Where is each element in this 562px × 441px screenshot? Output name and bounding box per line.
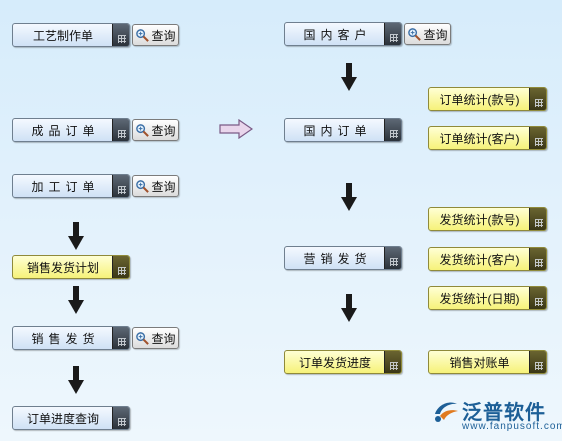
domestic-customer-label: 国内客户 — [303, 27, 372, 42]
domestic-customer-node[interactable]: 国内客户 — [284, 22, 402, 46]
process-order-node[interactable]: 加工订单 — [12, 174, 130, 198]
down-arrow-icon — [341, 183, 357, 211]
domestic-customer-query-button[interactable]: 查询 — [404, 23, 451, 45]
order-progress-query-node[interactable]: 订单进度查询 — [12, 406, 130, 430]
grid-menu-icon[interactable] — [384, 247, 401, 269]
domestic-order-node[interactable]: 国内订单 — [284, 118, 402, 142]
ship-stats-model-node[interactable]: 发货统计(款号) — [428, 207, 547, 231]
query-label: 查询 — [151, 179, 176, 194]
down-arrow-icon — [68, 366, 84, 394]
marketing-ship-label: 营销发货 — [303, 251, 372, 266]
grid-menu-icon[interactable] — [112, 119, 129, 141]
grid-menu-icon[interactable] — [529, 127, 546, 149]
product-order-label: 成品订单 — [31, 123, 100, 138]
ship-stats-date-label: 发货统计(日期) — [439, 291, 520, 306]
magnifier-icon — [136, 123, 150, 137]
grid-menu-icon[interactable] — [384, 23, 401, 45]
order-stats-customer-node[interactable]: 订单统计(客户) — [428, 126, 547, 150]
process-order-query-button[interactable]: 查询 — [132, 175, 179, 197]
domestic-order-label: 国内订单 — [303, 123, 372, 138]
magnifier-icon — [136, 28, 150, 42]
ship-stats-customer-node[interactable]: 发货统计(客户) — [428, 247, 547, 271]
right-arrow-icon — [219, 119, 253, 139]
grid-menu-icon[interactable] — [529, 248, 546, 270]
query-label: 查询 — [151, 331, 176, 346]
grid-menu-icon[interactable] — [112, 327, 129, 349]
craft-order-query-button[interactable]: 查询 — [132, 24, 179, 46]
sales-ship-plan-label: 销售发货计划 — [26, 260, 99, 275]
sales-ship-plan-node[interactable]: 销售发货计划 — [12, 255, 130, 279]
down-arrow-icon — [341, 294, 357, 322]
down-arrow-icon — [68, 222, 84, 250]
order-stats-model-label: 订单统计(款号) — [439, 92, 520, 107]
ship-stats-model-label: 发货统计(款号) — [439, 212, 520, 227]
grid-menu-icon[interactable] — [529, 208, 546, 230]
down-arrow-icon — [68, 286, 84, 314]
grid-menu-icon[interactable] — [529, 88, 546, 110]
ship-stats-date-node[interactable]: 发货统计(日期) — [428, 286, 547, 310]
grid-menu-icon[interactable] — [112, 24, 129, 46]
marketing-ship-node[interactable]: 营销发货 — [284, 246, 402, 270]
order-ship-progress-label: 订单发货进度 — [298, 355, 371, 370]
magnifier-icon — [136, 331, 150, 345]
craft-order-node[interactable]: 工艺制作单 — [12, 23, 130, 47]
order-ship-progress-node[interactable]: 订单发货进度 — [284, 350, 402, 374]
product-order-query-button[interactable]: 查询 — [132, 119, 179, 141]
ship-stats-customer-label: 发货统计(客户) — [439, 252, 520, 267]
sales-ship-label: 销售发货 — [31, 331, 100, 346]
query-label: 查询 — [151, 123, 176, 138]
grid-menu-icon[interactable] — [529, 287, 546, 309]
grid-menu-icon[interactable] — [112, 256, 129, 278]
down-arrow-icon — [341, 63, 357, 91]
brand-url: www.fanpusoft.com — [462, 421, 562, 432]
grid-menu-icon[interactable] — [112, 407, 129, 429]
order-stats-model-node[interactable]: 订单统计(款号) — [428, 87, 547, 111]
grid-menu-icon[interactable] — [384, 351, 401, 373]
grid-menu-icon[interactable] — [529, 351, 546, 373]
brand-logo: 泛普软件 www.fanpusoft.com — [432, 396, 562, 438]
brand-name: 泛普软件 — [462, 402, 546, 424]
query-label: 查询 — [151, 28, 176, 43]
order-progress-query-label: 订单进度查询 — [26, 411, 99, 426]
sales-ship-query-button[interactable]: 查询 — [132, 327, 179, 349]
sales-ship-node[interactable]: 销售发货 — [12, 326, 130, 350]
sales-reconciliation-label: 销售对账单 — [449, 355, 510, 370]
grid-menu-icon[interactable] — [384, 119, 401, 141]
grid-menu-icon[interactable] — [112, 175, 129, 197]
product-order-node[interactable]: 成品订单 — [12, 118, 130, 142]
query-label: 查询 — [423, 27, 448, 42]
sales-reconciliation-node[interactable]: 销售对账单 — [428, 350, 547, 374]
magnifier-icon — [136, 179, 150, 193]
magnifier-icon — [408, 27, 422, 41]
process-order-label: 加工订单 — [31, 179, 100, 194]
brand-logo-icon — [435, 402, 458, 422]
craft-order-label: 工艺制作单 — [32, 28, 93, 43]
order-stats-customer-label: 订单统计(客户) — [439, 131, 520, 146]
